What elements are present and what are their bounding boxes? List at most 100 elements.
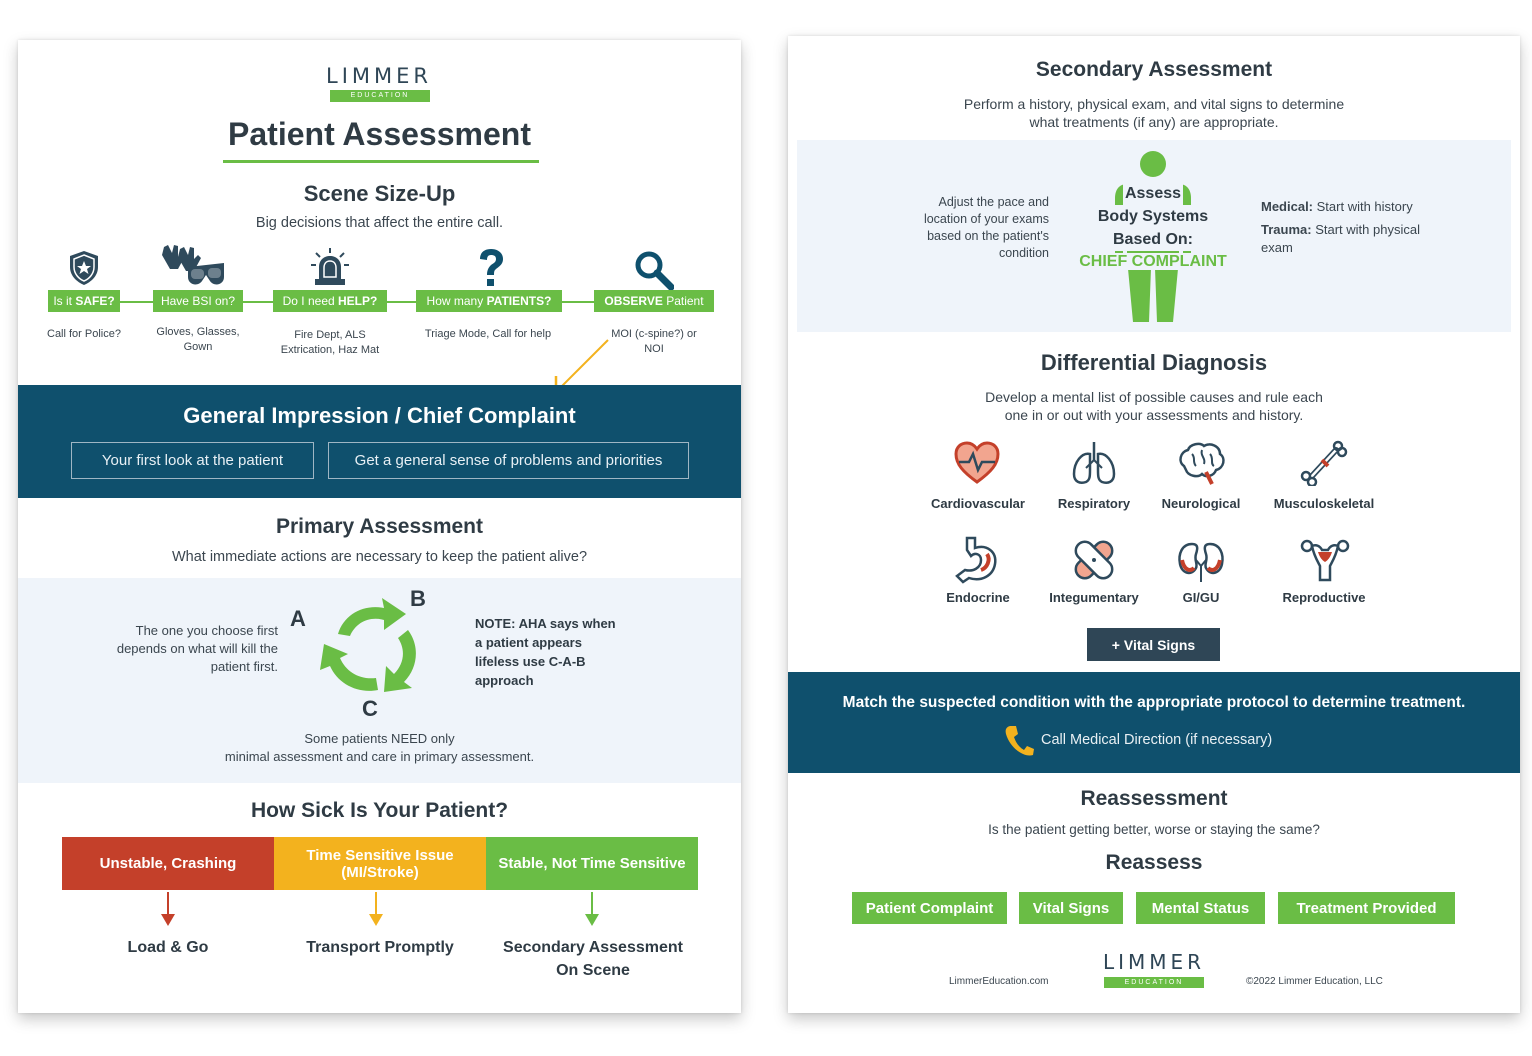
step-sub-text: Fire Dept, ALS Extrication, Haz Mat xyxy=(280,329,380,356)
assess-line-3: Based On: xyxy=(1110,228,1195,251)
reassess-patient-complaint: Patient Complaint xyxy=(852,892,1007,924)
secondary-assessment-subtitle: Perform a history, physical exam, and vi… xyxy=(868,95,1440,131)
step-how-many-patients: How many PATIENTS? xyxy=(416,290,562,312)
gloves-glasses-icon xyxy=(158,243,226,289)
step-need-help: Do I need HELP? xyxy=(273,290,387,312)
reassess-treatment-provided: Treatment Provided xyxy=(1278,892,1455,924)
differential-subtitle-line-2: one in or out with your assessments and … xyxy=(1004,407,1304,423)
aha-note: NOTE: AHA says when a patient appears li… xyxy=(475,616,616,688)
chief-complaint-text: CHIEF COMPLAINT xyxy=(1071,253,1235,271)
system-label: Respiratory xyxy=(1057,496,1131,511)
uterus-icon xyxy=(1300,536,1350,589)
step-label-bold: PATIENTS? xyxy=(486,294,552,308)
secondary-subtitle-line-1: Perform a history, physical exam, and vi… xyxy=(963,96,1345,112)
primary-assessment-title: Primary Assessment xyxy=(275,515,483,538)
reassess-title: Reassess xyxy=(1105,851,1203,874)
reassess-vital-signs: Vital Signs xyxy=(1019,892,1123,924)
time-sensitive-level: Time Sensitive Issue (MI/Stroke) xyxy=(274,837,486,890)
magnifier-icon xyxy=(634,250,674,290)
chief-complaint-label: CHIEF COMPLAINT xyxy=(1076,253,1230,270)
choose-first-note: The one you choose first depends on what… xyxy=(116,623,278,674)
general-impression-title: General Impression / Chief Complaint xyxy=(183,403,576,428)
reassess-mental-status: Mental Status xyxy=(1136,892,1265,924)
secondary-assessment-title: Secondary Assessment xyxy=(1035,58,1273,81)
letter-c: C xyxy=(362,696,378,721)
secondary-assessment-page: Secondary Assessment Perform a history, … xyxy=(788,36,1520,1013)
badge-icon xyxy=(66,249,102,287)
step-label-text: Patient xyxy=(662,294,704,308)
scene-sizeup-title: Scene Size-Up xyxy=(303,181,456,206)
stomach-icon xyxy=(953,536,1001,589)
minimal-assessment-line-2: minimal assessment and care in primary a… xyxy=(224,749,535,764)
step-label-text: Have BSI on? xyxy=(160,294,236,308)
limmer-logo-text: LIMMER xyxy=(326,64,432,88)
assess-line-2: Body Systems xyxy=(1095,205,1211,228)
system-label: Reproductive xyxy=(1282,590,1366,605)
vital-signs-button: + Vital Signs xyxy=(1087,628,1220,661)
match-protocol-title: Match the suspected condition with the a… xyxy=(842,694,1466,711)
transport-promptly: Transport Promptly xyxy=(306,939,454,956)
body-systems-band: Adjust the pace and location of your exa… xyxy=(797,140,1511,332)
match-protocol-band: Match the suspected condition with the a… xyxy=(788,672,1520,773)
primary-assessment-subtitle: What immediate actions are necessary to … xyxy=(171,549,588,565)
page-title: Patient Assessment xyxy=(228,116,531,152)
minimal-assessment-line-1: Some patients NEED only xyxy=(304,731,455,746)
down-arrow-yellow-icon xyxy=(366,892,386,933)
medical-text: Start with history xyxy=(1316,199,1413,214)
system-label: GI/GU xyxy=(1182,590,1220,605)
patient-assessment-page: LIMMER EDUCATION Patient Assessment Scen… xyxy=(18,40,741,1013)
down-arrow-red-icon xyxy=(158,892,178,933)
secondary-on-scene: Secondary Assessment On Scene xyxy=(503,939,683,979)
kidneys-icon xyxy=(1176,536,1226,589)
step-label-text: How many xyxy=(426,294,484,308)
title-underline xyxy=(223,160,539,163)
step-is-it-safe: Is it SAFE? xyxy=(48,290,120,312)
footer-website: LimmerEducation.com xyxy=(949,976,1049,987)
step-have-bsi: Have BSI on? xyxy=(153,290,243,312)
step-sub-text: Call for Police? xyxy=(47,328,121,340)
letter-b: B xyxy=(410,586,426,611)
reassessment-subtitle: Is the patient getting better, worse or … xyxy=(988,822,1320,837)
differential-subtitle-line-1: Develop a mental list of possible causes… xyxy=(985,389,1323,405)
step-label-bold: HELP? xyxy=(338,294,378,308)
bone-icon xyxy=(1300,440,1348,491)
siren-icon xyxy=(310,247,350,287)
first-look-box: Your first look at the patient xyxy=(71,442,314,479)
primary-assessment-band: The one you choose first depends on what… xyxy=(18,578,741,783)
cycle-arrows-icon xyxy=(308,594,432,705)
step-observe-patient: OBSERVE Patient xyxy=(594,290,714,312)
step-label-text: Is it xyxy=(53,294,72,308)
system-label: Endocrine xyxy=(946,590,1010,605)
stable-level: Stable, Not Time Sensitive xyxy=(486,837,698,890)
limmer-logo-bar: EDUCATION xyxy=(330,90,430,102)
how-sick-title: How Sick Is Your Patient? xyxy=(250,799,509,822)
step-label-bold: OBSERVE xyxy=(604,294,663,308)
reassessment-title: Reassessment xyxy=(1080,787,1228,810)
brain-icon xyxy=(1176,440,1226,491)
unstable-level: Unstable, Crashing xyxy=(62,837,274,890)
footer-limmer-logo: LIMMER xyxy=(1102,950,1206,974)
step-sub-text: Triage Mode, Call for help xyxy=(424,328,552,340)
adjust-pace-note: Adjust the pace and location of your exa… xyxy=(923,195,1049,260)
question-icon xyxy=(475,248,507,288)
trauma-label: Trauma: xyxy=(1261,222,1312,237)
system-label: Cardiovascular xyxy=(931,496,1025,511)
scene-sizeup-subtitle: Big decisions that affect the entire cal… xyxy=(255,215,504,231)
system-label: Musculoskeletal xyxy=(1273,496,1375,511)
system-label: Integumentary xyxy=(1049,590,1139,605)
medical-trauma-note: Medical: Start with history Trauma: Star… xyxy=(1261,198,1451,257)
secondary-subtitle-line-2: what treatments (if any) are appropriate… xyxy=(1029,114,1279,130)
call-medical-direction: Call Medical Direction (if necessary) xyxy=(1041,732,1273,748)
trauma-text: Start with physical exam xyxy=(1261,222,1420,255)
step-sub-text: MOI (c-spine?) or NOI xyxy=(611,328,697,355)
assess-body-systems-text: Assess Body Systems Based On: xyxy=(1089,182,1217,251)
letter-a: A xyxy=(290,606,306,631)
assess-line-1: Assess xyxy=(1122,182,1184,205)
down-arrow-green-icon xyxy=(582,892,602,933)
differential-subtitle: Develop a mental list of possible causes… xyxy=(868,388,1440,424)
footer-copyright: ©2022 Limmer Education, LLC xyxy=(1246,976,1383,987)
footer-logo-bar: EDUCATION xyxy=(1104,977,1204,988)
step-label-text: Do I need xyxy=(282,294,335,308)
system-label: Neurological xyxy=(1161,496,1241,511)
step-label-bold: SAFE? xyxy=(75,294,115,308)
